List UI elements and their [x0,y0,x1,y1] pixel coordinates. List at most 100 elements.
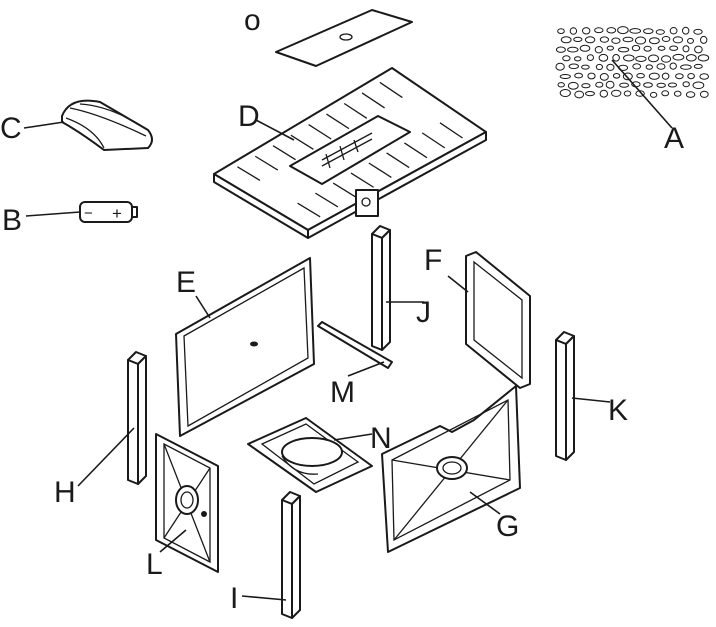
glass-stone [661,72,670,80]
glass-stone [682,81,690,88]
leader-a [611,59,673,129]
tabletop-slat [379,81,403,99]
glass-stone [611,37,621,44]
glass-stone [606,63,615,71]
glass-stone [574,90,585,99]
leader-l [159,529,187,553]
tabletop-slat [386,152,410,169]
glass-stone [623,90,632,97]
glass-stone [672,53,685,61]
battery-minus-symbol: − [84,205,93,222]
tabletop-slat [421,132,446,149]
glass-stone [656,82,666,88]
label-o: o [244,4,261,37]
leader-c [23,121,65,129]
part-e-long-side-panel [175,257,315,437]
glass-stone [635,55,647,63]
part-f-short-side-panel [465,251,531,389]
leader-f [447,275,469,293]
glass-stone [672,36,684,44]
label-e: E [176,266,196,299]
glass-stone [567,46,579,53]
glass-stone [557,82,565,88]
label-f: F [424,244,442,277]
part-d-tabletop [213,67,487,239]
glass-stone [557,28,565,35]
glass-stone [567,81,579,90]
glass-stone [574,72,583,79]
glass-stone [700,35,708,44]
label-c: C [0,112,22,145]
label-a: A [664,122,684,155]
glass-stone [661,36,671,42]
label-l: L [146,548,163,581]
leader-b [25,211,81,217]
glass-stone [594,27,604,34]
part-o-cover-plate [275,9,413,67]
part-g-base-frame [381,385,521,553]
glass-stone [643,28,654,35]
glass-stone [680,64,692,70]
glass-stone [585,91,595,97]
glass-stone [699,73,710,80]
glass-stone [574,56,582,62]
glass-stone [629,28,642,34]
glass-stone [623,54,635,62]
glass-stone [619,82,629,88]
glass-stone [599,73,609,81]
part-l-small-base-frame [155,433,219,573]
glass-stone [693,63,703,69]
part-h-corner-leg [127,351,147,485]
tabletop-slat [368,162,392,178]
label-h: H [54,476,76,509]
leader-k [571,397,611,403]
label-d: D [238,100,260,133]
tabletop-slat [272,145,296,161]
glass-stone [682,45,690,53]
glass-stone [599,36,610,43]
tabletop-slat [290,134,314,150]
glass-stone [687,37,694,44]
glass-stone [649,91,658,98]
tabletop-slat [297,202,321,218]
glass-stone [598,53,609,62]
glass-stone [673,90,682,97]
glass-stone [697,54,710,62]
part-j-corner-leg [371,225,391,351]
leader-e [195,295,211,319]
label-n: N [370,422,392,455]
tabletop-slat [439,122,463,139]
part-m-cross-brace [317,321,393,369]
glass-stone [584,36,596,44]
tabletop-slat [343,102,368,119]
glass-stone [617,26,629,35]
glass-stone [632,63,642,70]
glass-stone [648,72,660,80]
tabletop-slat [326,113,350,130]
glass-stone [611,89,622,97]
glass-stone [657,45,666,51]
tabletop-slat [254,155,279,171]
glass-stone [573,36,583,43]
glass-stone [649,37,660,45]
glass-stone [669,62,677,70]
tabletop-slat [308,124,332,140]
glass-stone [559,74,571,79]
leader-i [241,595,287,601]
glass-stone [687,73,695,80]
glass-stone [643,82,653,88]
glass-stone [595,81,604,88]
label-b: B [2,204,22,237]
leader-h [77,427,135,487]
part-n-burner-plate [247,417,373,493]
glass-stone [648,54,659,63]
glass-stone [594,46,603,54]
glass-stone [568,63,579,70]
tabletop-slat [332,182,357,198]
glass-stone [645,64,653,70]
tabletop-slat [350,172,374,188]
glass-stone [579,44,591,52]
glass-stone [560,36,572,44]
glass-stone [685,54,697,62]
